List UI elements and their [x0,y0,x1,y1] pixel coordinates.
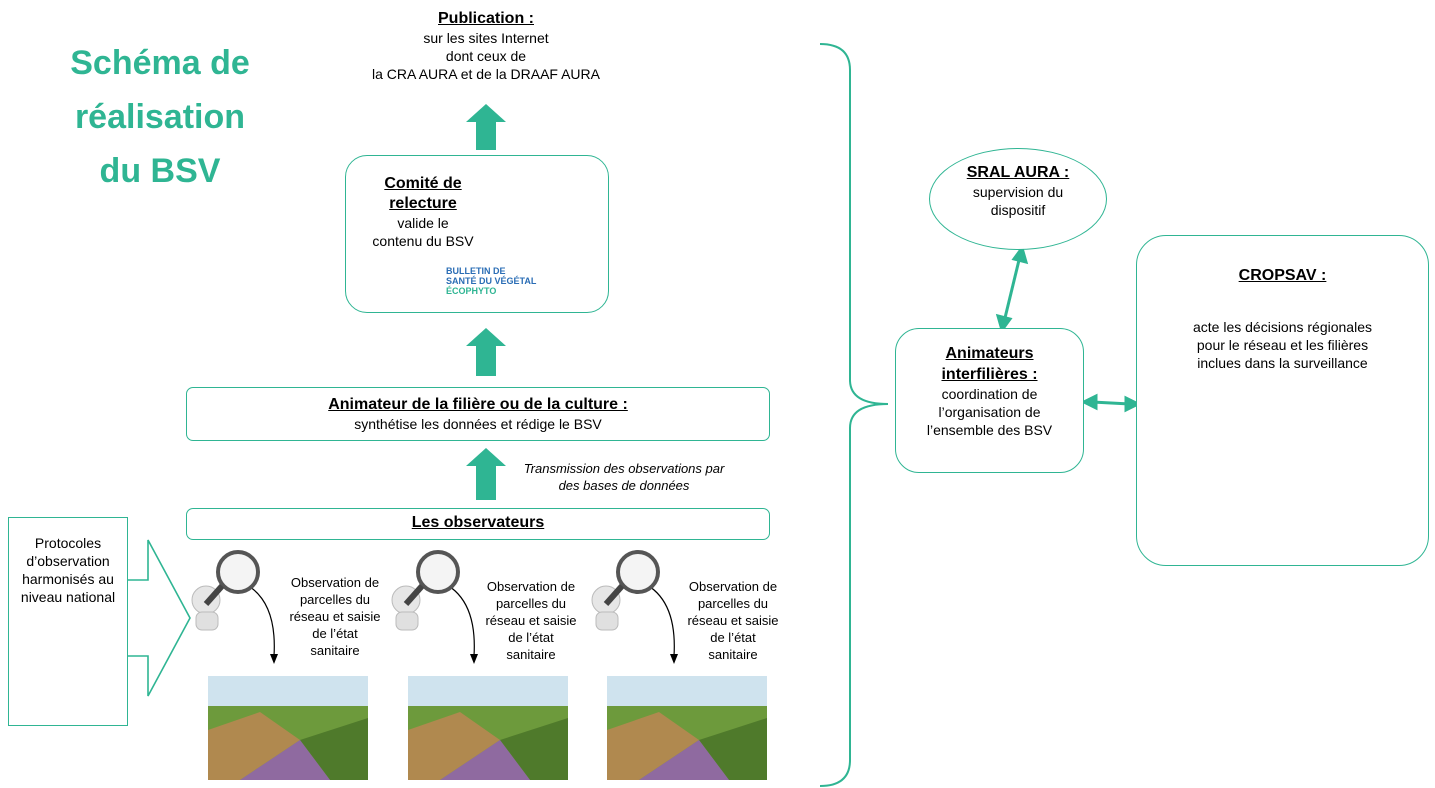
up-arrow-observateurs [466,448,506,500]
observation-2-line-3: réseau et saisie [485,613,577,628]
cropsav-heading: CROPSAV : [1238,267,1327,284]
observation-3-line-1: Observation de [688,579,778,594]
animateurs-inter-heading-1: Animateurs [945,345,1034,362]
animateurs-inter-heading-2: interfilières : [941,366,1038,383]
transmission-text: Transmission des observations par des ba… [506,460,742,494]
cropsav-line-3: inclues dans la surveillance [1197,355,1368,371]
cropsav-line-2: pour le réseau et les filières [1196,337,1369,353]
comite-box: Comité de relecture valide le contenu du… [345,155,609,313]
double-arrow-sral [995,244,1029,334]
diagram-title: Schéma de réalisation du BSV [60,36,260,198]
bsv-logo-line-2: SANTÉ DU VÉGÉTAL [446,276,537,286]
cropsav-box: CROPSAV : acte les décisions régionales … [1136,235,1429,566]
comite-line-2: contenu du BSV [372,233,474,249]
cropsav-line-1: acte les décisions régionales [1193,319,1372,335]
observation-1-line-4: de l’état [312,626,358,641]
observation-2-line-2: parcelles du [495,596,567,611]
field-photo [607,676,767,780]
sral-line-2: dispositif [990,202,1046,218]
animateurs-inter-line-3: l’ensemble des BSV [926,422,1053,438]
protocoles-arrow [119,539,191,697]
protocoles-box: Protocoles d’observation harmonisés au n… [8,517,128,726]
bsv-logo: BULLETIN DE SANTÉ DU VÉGÉTAL ÉCOPHYTO [446,266,542,296]
magnifier-person-icon [591,550,660,631]
animateurs-inter-line-1: coordination de [941,386,1038,402]
comite-heading-2: relecture [389,195,457,212]
animateur-filiere-text: synthétise les données et rédige le BSV [354,416,602,432]
animateurs-inter-line-2: l’organisation de [938,404,1041,420]
up-arrow-comite [466,328,506,376]
publication-heading: Publication : [438,10,534,27]
protocoles-line-4: niveau national [20,589,116,605]
protocoles-line-1: Protocoles [34,535,102,551]
comite-heading-1: Comité de [384,175,462,192]
observation-text-3: Observation de parcelles du réseau et sa… [678,578,788,663]
magnifier-person-icon [391,550,460,631]
observation-3-line-2: parcelles du [697,596,769,611]
observation-2-line-1: Observation de [486,579,576,594]
animateur-filiere-heading: Animateur de la filière ou de la culture… [328,396,628,413]
observation-3-line-4: de l’état [710,630,756,645]
observation-text-2: Observation de parcelles du réseau et sa… [476,578,586,663]
protocoles-line-2: d’observation [26,553,110,569]
sral-heading: SRAL AURA : [966,164,1070,181]
observation-1-line-2: parcelles du [299,592,371,607]
observateurs-heading: Les observateurs [411,514,545,531]
field-photo [208,676,368,780]
double-arrow-cropsav [1080,393,1142,413]
publication-line-2: dont ceux de [445,48,527,64]
observation-1-line-5: sanitaire [310,643,360,658]
observateurs-box: Les observateurs [186,508,770,540]
animateurs-inter-box: Animateurs interfilières : coordination … [895,328,1084,473]
observation-3-line-5: sanitaire [708,647,758,662]
observation-3-line-3: réseau et saisie [687,613,779,628]
animateur-filiere-box: Animateur de la filière ou de la culture… [186,387,770,441]
sral-ellipse: SRAL AURA : supervision du dispositif [929,148,1107,250]
field-photo [408,676,568,780]
publication-line-3: la CRA AURA et de la DRAAF AURA [372,66,600,82]
observation-text-1: Observation de parcelles du réseau et sa… [280,574,390,659]
transmission-line-1: Transmission des observations par [523,461,725,476]
publication-line-1: sur les sites Internet [423,30,549,46]
up-arrow-publication [466,104,506,150]
observation-1-line-3: réseau et saisie [289,609,381,624]
title-line-3: du BSV [99,152,221,190]
title-line-2: réalisation [74,98,246,136]
comite-line-1: valide le [397,215,449,231]
observation-2-line-5: sanitaire [506,647,556,662]
observation-2-line-4: de l’état [508,630,554,645]
title-line-1: Schéma de [70,44,250,82]
magnifier-person-icon [191,550,260,631]
bsv-logo-line-3: ÉCOPHYTO [446,286,497,296]
protocoles-line-3: harmonisés au [22,571,114,587]
publication-block: Publication : sur les sites Internet don… [350,9,622,83]
sral-line-1: supervision du [972,184,1064,200]
bsv-logo-line-1: BULLETIN DE [446,266,506,276]
observation-1-line-1: Observation de [290,575,380,590]
transmission-line-2: des bases de données [558,478,690,493]
curly-bracket [819,43,889,787]
